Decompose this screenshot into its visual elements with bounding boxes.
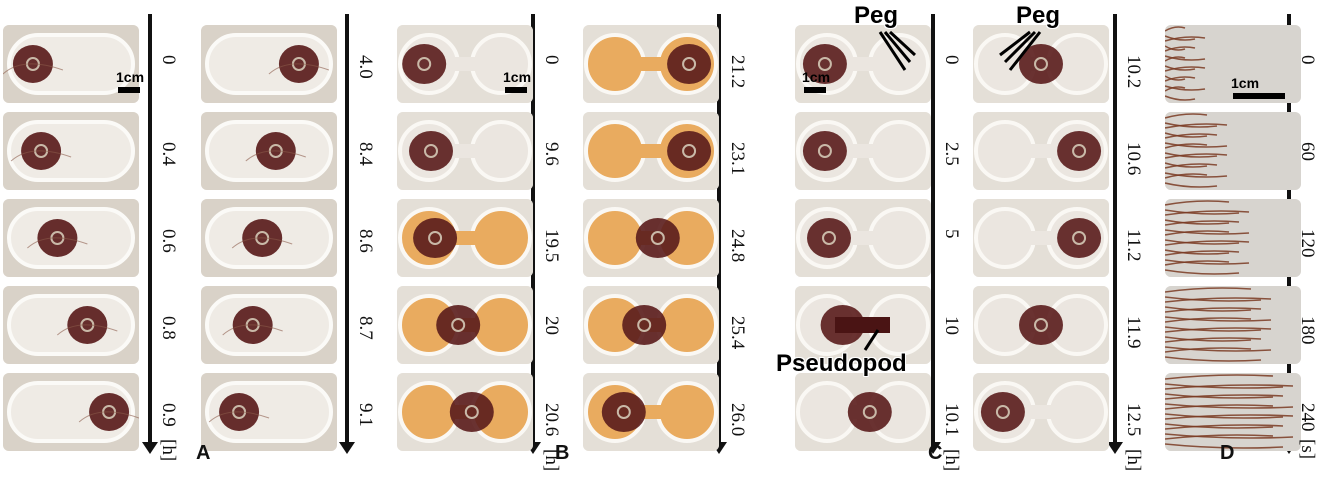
frame-d-0 <box>1165 25 1301 103</box>
frame-c2-3 <box>973 286 1109 364</box>
frame-b2-2 <box>583 199 719 277</box>
frame-d-1 <box>1165 112 1301 190</box>
time-label-b2-2: 24.8 <box>727 229 748 263</box>
frame-c2-1 <box>973 112 1109 190</box>
time-label-a1-3: 0.8 <box>158 316 179 340</box>
unit-label-d: [s] <box>1297 439 1318 460</box>
time-label-a2-1: 8.4 <box>355 142 376 166</box>
timeline-arrow-c2 <box>1107 14 1123 454</box>
time-label-a1-1: 0.4 <box>158 142 179 166</box>
unit-label-c1: [h] <box>941 449 962 472</box>
unit-label-a1: [h] <box>158 439 179 462</box>
time-label-c1-0: 0 <box>941 55 962 65</box>
frame-a1-0 <box>3 25 139 103</box>
frame-d-2 <box>1165 199 1301 277</box>
time-label-d-2: 120 <box>1297 229 1318 258</box>
frame-b1-1 <box>397 112 533 190</box>
scale-bar <box>505 87 527 93</box>
time-label-d-3: 180 <box>1297 316 1318 345</box>
time-label-c1-4: 10.1 <box>941 403 962 437</box>
scale-label: 1cm <box>1231 75 1260 91</box>
time-label-d-4: 240 <box>1297 403 1318 432</box>
frame-a2-3 <box>201 286 337 364</box>
time-label-b2-3: 25.4 <box>727 316 748 350</box>
peg-annotation-left: Peg <box>854 2 899 29</box>
time-label-c1-1: 2.5 <box>941 142 962 166</box>
frame-b1-4 <box>397 373 533 451</box>
frame-c1-2 <box>795 199 931 277</box>
frame-c2-0 <box>973 25 1109 103</box>
frame-a1-3 <box>3 286 139 364</box>
frame-c2-2 <box>973 199 1109 277</box>
time-label-c2-0: 10.2 <box>1123 55 1144 89</box>
time-label-b2-0: 21.2 <box>727 55 748 89</box>
scale-bar <box>1233 93 1285 99</box>
unit-label-c2: [h] <box>1123 449 1144 472</box>
frame-c2-4 <box>973 373 1109 451</box>
frame-a2-1 <box>201 112 337 190</box>
frame-d-3 <box>1165 286 1301 364</box>
time-label-c2-2: 11.2 <box>1123 229 1144 262</box>
frame-a2-0 <box>201 25 337 103</box>
frame-b2-0 <box>583 25 719 103</box>
time-label-c1-3: 10 <box>941 316 962 335</box>
time-label-c1-2: 5 <box>941 229 962 239</box>
timeline-arrow-a1 <box>142 14 158 454</box>
time-label-d-0: 0 <box>1297 55 1318 65</box>
time-label-a2-0: 4.0 <box>355 55 376 79</box>
time-label-b1-4: 20.6 <box>541 403 562 437</box>
timeline-arrow-a2 <box>339 14 355 454</box>
frame-b2-1 <box>583 112 719 190</box>
scale-label: 1cm <box>802 69 831 85</box>
time-label-a2-2: 8.6 <box>355 229 376 253</box>
time-label-b1-2: 19.5 <box>541 229 562 263</box>
peg-annotation-right: Peg <box>1016 2 1061 29</box>
time-label-b1-0: 0 <box>541 55 562 65</box>
frame-c1-1 <box>795 112 931 190</box>
time-label-d-1: 60 <box>1297 142 1318 161</box>
frame-a1-4 <box>3 373 139 451</box>
frame-a1-2 <box>3 199 139 277</box>
scale-bar <box>118 87 140 93</box>
panel-label-b: B <box>555 442 570 464</box>
scale-label: 1cm <box>116 69 145 85</box>
frame-c1-4 <box>795 373 931 451</box>
time-label-a2-4: 9.1 <box>355 403 376 427</box>
time-label-c2-1: 10.6 <box>1123 142 1144 176</box>
frame-a2-4 <box>201 373 337 451</box>
frame-b2-4 <box>583 373 719 451</box>
frame-b1-2 <box>397 199 533 277</box>
frame-d-4 <box>1165 373 1301 451</box>
time-label-a2-3: 8.7 <box>355 316 376 340</box>
time-label-b2-1: 23.1 <box>727 142 748 176</box>
panel-label-a: A <box>196 442 211 464</box>
time-label-a1-0: 0 <box>158 55 179 65</box>
timeline-arrow-c1 <box>925 14 941 454</box>
pseudopod-annotation: Pseudopod <box>776 350 907 377</box>
time-label-b1-1: 9.6 <box>541 142 562 166</box>
time-label-b1-3: 20 <box>541 316 562 335</box>
time-label-b2-4: 26.0 <box>727 403 748 437</box>
time-label-a1-2: 0.6 <box>158 229 179 253</box>
time-label-c2-4: 12.5 <box>1123 403 1144 437</box>
frame-c1-3 <box>795 286 931 364</box>
frame-a1-1 <box>3 112 139 190</box>
scale-bar <box>804 87 826 93</box>
scale-label: 1cm <box>503 69 532 85</box>
time-label-a1-4: 0.9 <box>158 403 179 427</box>
frame-a2-2 <box>201 199 337 277</box>
frame-b1-3 <box>397 286 533 364</box>
frame-b2-3 <box>583 286 719 364</box>
panel-label-c: C <box>928 442 943 464</box>
time-label-c2-3: 11.9 <box>1123 316 1144 349</box>
panel-label-d: D <box>1220 442 1235 464</box>
